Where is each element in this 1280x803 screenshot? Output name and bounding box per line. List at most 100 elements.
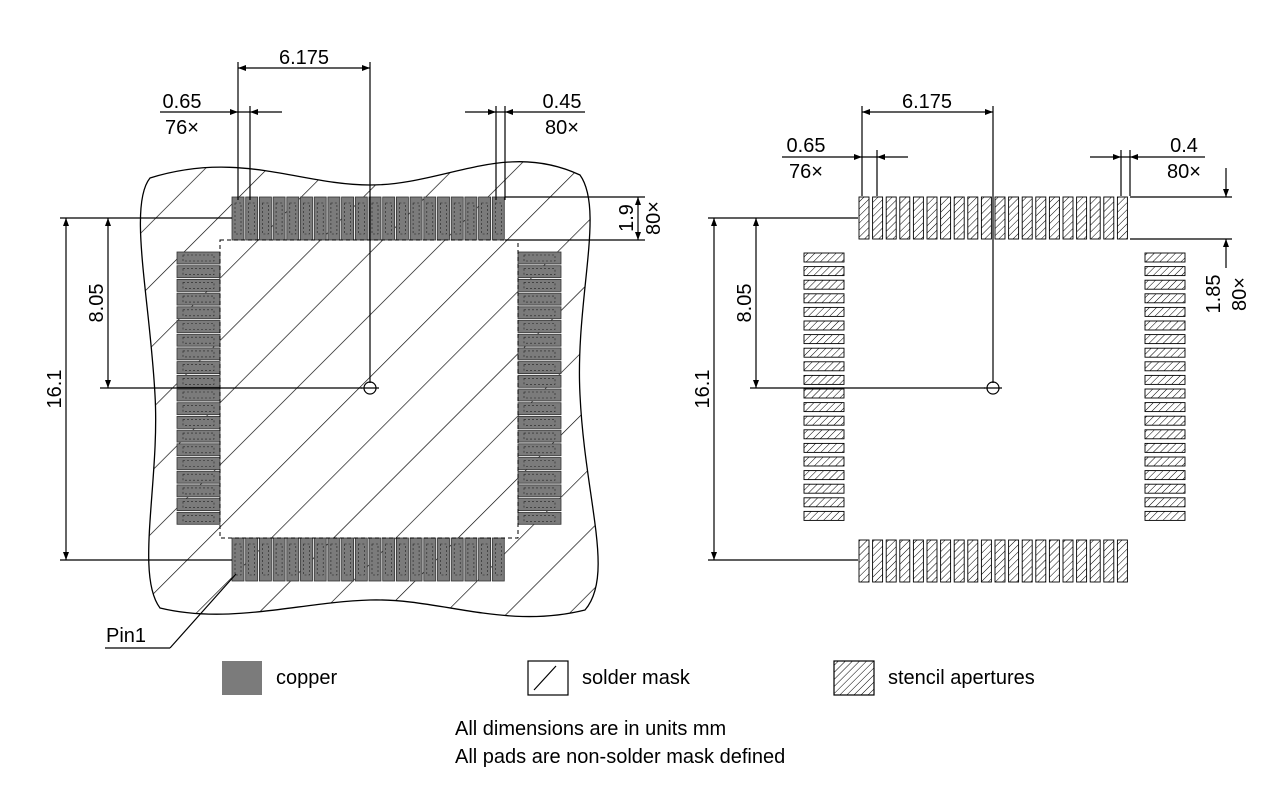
stencil-aperture: [1103, 196, 1115, 240]
copper-pad: [354, 537, 368, 582]
stencil-aperture: [803, 266, 845, 277]
stencil-aperture: [803, 374, 845, 385]
copper-pad: [231, 537, 245, 582]
copper-pad: [313, 196, 327, 241]
copper-pad: [258, 196, 272, 241]
copper-pad: [176, 470, 221, 484]
copper-pad: [176, 457, 221, 470]
stencil-aperture: [1144, 252, 1186, 263]
copper-pad: [517, 470, 562, 484]
dim-pad-width-count: 80×: [545, 117, 579, 139]
stencil-aperture: [1144, 470, 1186, 481]
copper-pad: [176, 484, 221, 498]
stencil-aperture: [1144, 429, 1186, 440]
copper-pad: [176, 292, 221, 306]
copper-pad: [176, 388, 221, 402]
stencil-aperture: [953, 539, 965, 583]
copper-pad: [423, 537, 437, 582]
stencil-aperture: [803, 402, 845, 413]
copper-pad: [517, 265, 562, 279]
copper-pad: [517, 498, 562, 512]
component-outline: [219, 239, 519, 539]
stencil-aperture: [1144, 442, 1186, 453]
stencil-aperture: [926, 196, 938, 240]
copper-pad: [478, 537, 492, 582]
copper-pad: [517, 388, 562, 402]
copper-pad: [517, 511, 562, 525]
stencil-aperture: [1144, 483, 1186, 494]
copper-pad: [395, 196, 409, 241]
copper-pad: [286, 196, 300, 241]
stencil-aperture: [803, 497, 845, 508]
copper-pad: [245, 537, 259, 582]
copper-pad: [368, 196, 382, 241]
note-pads: All pads are non-solder mask defined: [455, 746, 785, 768]
stencil-aperture: [803, 347, 845, 358]
copper-pad: [517, 402, 562, 416]
stencil-aperture: [803, 388, 845, 399]
copper-pad: [517, 484, 562, 498]
stencil-aperture: [912, 539, 924, 583]
stencil-aperture: [803, 483, 845, 494]
stencil-aperture: [1116, 196, 1128, 240]
copper-pad: [313, 537, 327, 582]
stencil-aperture: [803, 320, 845, 331]
dim-center-y-right: 8.05: [734, 284, 756, 323]
copper-pad: [517, 292, 562, 306]
stencil-apertures: [803, 196, 1186, 583]
stencil-aperture: [1076, 196, 1088, 240]
stencil-aperture: [940, 196, 952, 240]
stencil-aperture: [1144, 374, 1186, 385]
copper-pad: [176, 374, 221, 388]
dim-total-right: 16.1: [692, 370, 714, 409]
copper-pad: [464, 196, 478, 241]
copper-pad: [409, 537, 423, 582]
note-units: All dimensions are in units mm: [455, 718, 726, 740]
stencil-aperture: [1116, 539, 1128, 583]
stencil-aperture: [1089, 539, 1101, 583]
stencil-aperture: [803, 429, 845, 440]
copper-pad: [478, 196, 492, 241]
copper-pad: [517, 374, 562, 388]
stencil-aperture: [1021, 539, 1033, 583]
copper-pad: [437, 196, 450, 241]
stencil-aperture: [980, 196, 992, 240]
copper-pad: [517, 361, 562, 375]
dim-total: 16.1: [44, 370, 66, 409]
copper-pad: [409, 196, 423, 241]
copper-pad: [517, 320, 562, 333]
copper-pad: [517, 415, 562, 429]
copper-pad: [423, 196, 437, 241]
dim-aperture-length-count: 80×: [1229, 277, 1251, 311]
copper-pad: [176, 333, 221, 347]
stencil-aperture: [899, 539, 911, 583]
copper-pad: [176, 511, 221, 525]
copper-pad: [517, 333, 562, 347]
dim-pad-width: 0.45: [543, 91, 582, 113]
copper-pad: [341, 537, 355, 582]
stencil-aperture: [803, 306, 845, 317]
dim-pitch-count-right: 76×: [789, 161, 823, 183]
right-view: 6.175 0.65 76× 0.4 80× 1.85 80× 8.05: [692, 91, 1251, 583]
left-view: 6.175 0.65 76× 0.45 80× 1.9 80× 8.05: [44, 47, 665, 649]
stencil-aperture: [1144, 415, 1186, 426]
stencil-aperture: [912, 196, 924, 240]
stencil-aperture: [1103, 539, 1115, 583]
stencil-aperture: [885, 539, 897, 583]
copper-pad: [176, 320, 221, 333]
stencil-aperture: [1144, 388, 1186, 399]
stencil-aperture: [1144, 456, 1186, 467]
stencil-aperture: [926, 539, 938, 583]
copper-pad: [272, 196, 286, 241]
stencil-aperture: [803, 442, 845, 453]
copper-pad: [176, 361, 221, 375]
copper-pad: [300, 196, 313, 241]
stencil-aperture: [803, 510, 845, 521]
solder-mask-area: [139, 161, 599, 618]
copper-pad: [176, 498, 221, 512]
dim-pad-length: 1.9: [616, 204, 638, 232]
legend-solder-mask-label: solder mask: [582, 667, 691, 689]
dim-aperture-width-count: 80×: [1167, 161, 1201, 183]
copper-pad: [176, 251, 221, 265]
copper-pad: [354, 196, 368, 241]
